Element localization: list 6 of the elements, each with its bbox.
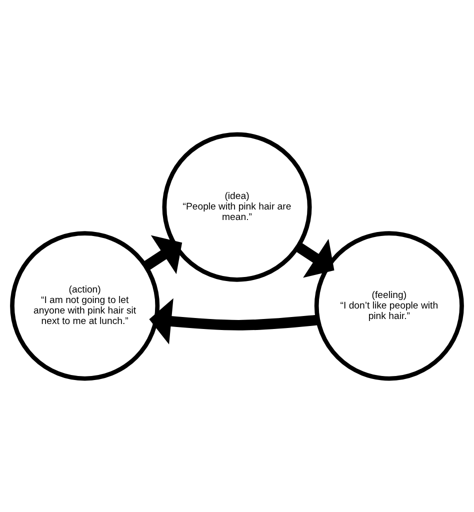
node-circle: (feeling) “I don’t like people with pink hair.” — [314, 230, 464, 380]
arrow — [143, 234, 182, 274]
arrow — [295, 238, 334, 278]
node-circle: (idea) “People with pink hair are mean.” — [162, 132, 312, 282]
arrow — [149, 298, 318, 344]
node-circle: (action) “I am not going to let anyone with pink hair sit next to me at lunch.” — [10, 230, 160, 380]
